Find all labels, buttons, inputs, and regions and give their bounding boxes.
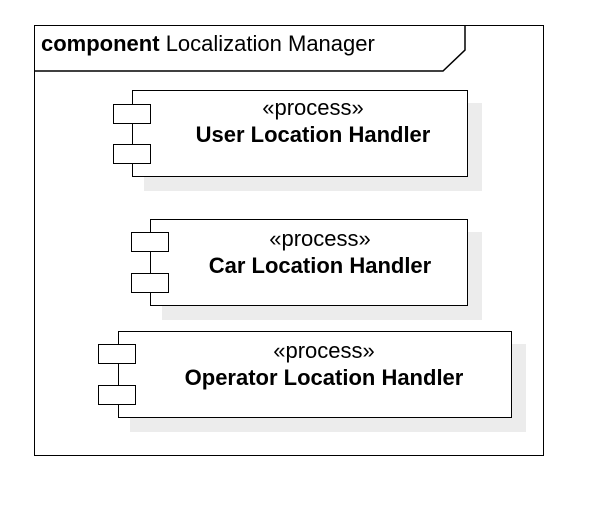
frame-keyword: component bbox=[41, 31, 160, 56]
component-label: «process» Car Location Handler bbox=[170, 226, 470, 280]
component-box bbox=[150, 219, 468, 306]
frame-name-tab: component Localization Manager bbox=[35, 26, 466, 72]
component-label: «process» Operator Location Handler bbox=[136, 338, 512, 392]
component-label: «process» User Location Handler bbox=[158, 95, 468, 149]
component-port-icon bbox=[131, 273, 169, 293]
component-name: User Location Handler bbox=[195, 122, 431, 147]
component-stereotype: «process» bbox=[269, 226, 371, 251]
component-name: Operator Location Handler bbox=[184, 365, 464, 390]
frame-tab-outline bbox=[35, 26, 466, 72]
frame-name: Localization Manager bbox=[165, 31, 375, 56]
component-box bbox=[118, 331, 512, 418]
component-port-icon bbox=[113, 144, 151, 164]
component-box bbox=[132, 90, 468, 177]
component-port-icon bbox=[98, 385, 136, 405]
component-port-icon bbox=[113, 104, 151, 124]
component-frame: component Localization Manager bbox=[34, 25, 544, 456]
component-name: Car Location Handler bbox=[208, 253, 432, 278]
component-port-icon bbox=[131, 232, 169, 252]
component-stereotype: «process» bbox=[262, 95, 364, 120]
component-stereotype: «process» bbox=[273, 338, 375, 363]
component-port-icon bbox=[98, 344, 136, 364]
frame-title: component Localization Manager bbox=[41, 31, 375, 57]
